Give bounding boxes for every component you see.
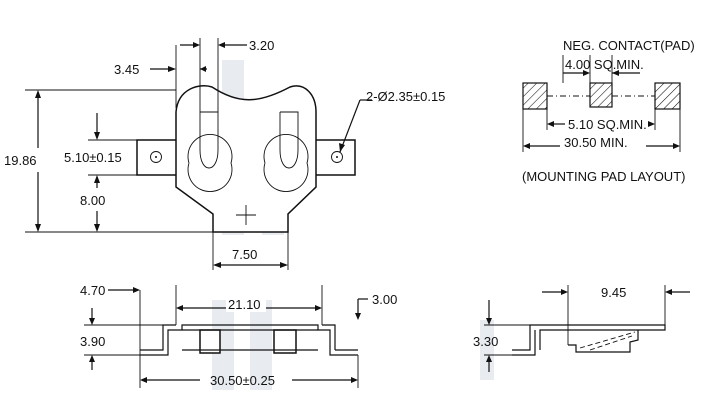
dim-hole: 2-Ø2.35±0.15 [366, 89, 445, 104]
pad-center [589, 82, 613, 108]
holder-body [175, 85, 317, 233]
left-mount-hole [150, 151, 162, 163]
dim-4-00: 4.00 SQ.MIN. [565, 57, 644, 72]
dim-3-90: 3.90 [80, 334, 105, 349]
dim-3-20: 3.20 [249, 38, 274, 53]
dim-5-10: 5.10 SQ.MIN. [568, 117, 647, 132]
top-view: 3.45 3.20 2-Ø2.35±0.15 19.86 5.10±0.15 8… [4, 38, 445, 270]
neg-contact-label: NEG. CONTACT(PAD) [563, 38, 695, 53]
dim-3-00: 3.00 [372, 292, 397, 307]
right-mount-hole [331, 151, 343, 163]
dim-30-50-tol: 30.50±0.25 [210, 373, 275, 388]
pad-left [522, 82, 548, 110]
right-tab [316, 139, 356, 176]
pad-layout-caption: (MOUNTING PAD LAYOUT) [522, 169, 685, 184]
pad-layout: NEG. CONTACT(PAD) 4.00 SQ.MIN. 5.10 SQ.M… [522, 38, 695, 184]
front-view: 4.70 21.10 3.00 3.90 30.50±0.25 [80, 283, 397, 388]
side-view: 9.45 3.30 [473, 285, 690, 372]
dim-3-45: 3.45 [114, 62, 139, 77]
pad-right [654, 82, 681, 110]
dim-19-86: 19.86 [4, 153, 37, 168]
dim-5-10-tol: 5.10±0.15 [64, 150, 122, 165]
dim-3-30: 3.30 [473, 334, 498, 349]
dim-21-10: 21.10 [228, 297, 261, 312]
front-profile [140, 324, 358, 356]
dim-9-45: 9.45 [601, 285, 626, 300]
dim-8-00: 8.00 [80, 193, 105, 208]
side-contact [568, 330, 639, 353]
dim-7-50: 7.50 [232, 247, 257, 262]
dim-30-50-min: 30.50 MIN. [564, 135, 628, 150]
dim-4-70: 4.70 [80, 283, 105, 298]
